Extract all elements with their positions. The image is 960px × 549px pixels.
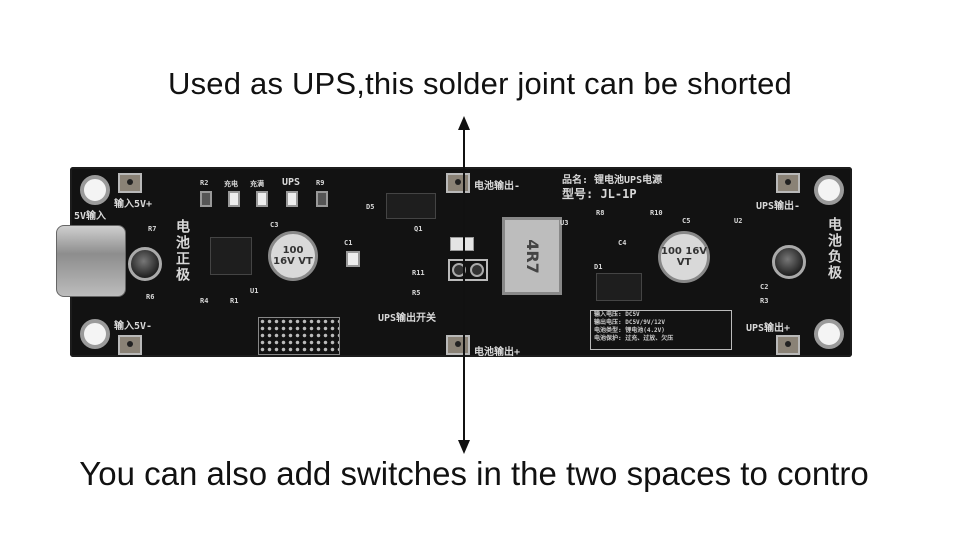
usb-c-connector <box>56 225 126 297</box>
silk-ups-out-pos: UPS输出+ <box>746 323 791 334</box>
silk-d5: D5 <box>366 203 375 211</box>
silk-battery-out-neg: 电池输出- <box>474 181 521 192</box>
battery-neg-terminal <box>772 245 806 279</box>
spec-box: 输入电压: DC5V 输出电压: DC5V/9V/12V 电池类型: 锂电池(4… <box>590 310 732 350</box>
chip-u1 <box>210 237 252 275</box>
led-ups <box>286 191 298 207</box>
silk-r10: R10 <box>650 209 663 217</box>
arrow-to-solder-joint <box>463 120 465 340</box>
silk-u1: U1 <box>250 287 259 295</box>
battery-out-pos-pad <box>446 335 470 355</box>
silk-input-neg: 输入5V- <box>114 321 153 332</box>
silk-c2: C2 <box>760 283 769 291</box>
diode-d5 <box>386 193 436 219</box>
mount-hole-top-left <box>80 175 110 205</box>
spec-input-voltage: 输入电压: DC5V <box>594 311 640 318</box>
arrow-to-switch-spaces <box>463 300 465 450</box>
silk-r11: R11 <box>412 269 425 277</box>
arrow-down-head-icon <box>458 440 470 454</box>
silk-r2: R2 <box>200 179 209 187</box>
input-neg-pad <box>118 335 142 355</box>
inductor-4r7: 4R7 <box>502 217 562 295</box>
capacitor-c1 <box>346 251 360 267</box>
input-pos-pad <box>118 173 142 193</box>
silk-u2: U2 <box>734 217 743 225</box>
silk-model: 型号: JL-1P <box>562 187 637 201</box>
diode-d1 <box>596 273 642 301</box>
ups-out-pos-pad <box>776 335 800 355</box>
silk-d1: D1 <box>594 263 603 271</box>
silk-c3: C3 <box>270 221 279 229</box>
c5-marking: 100 16V VT <box>661 246 708 268</box>
silk-input-pos: 输入5V+ <box>114 199 153 210</box>
silk-r4: R4 <box>200 297 209 305</box>
header-pin-1 <box>452 263 466 277</box>
silk-r3: R3 <box>760 297 769 305</box>
led-charge <box>228 191 240 207</box>
header-pin-2 <box>470 263 484 277</box>
top-caption: Used as UPS,this solder joint can be sho… <box>168 66 792 101</box>
battery-pos-terminal <box>128 247 162 281</box>
mount-hole-bottom-left <box>80 319 110 349</box>
silk-ups-out-neg: UPS输出- <box>756 201 801 212</box>
silk-ups-switch: UPS输出开关 <box>378 313 437 324</box>
silk-battery-pos: 电池正极 <box>174 219 190 283</box>
spec-output-voltage: 输出电压: DC5V/9V/12V <box>594 319 665 326</box>
ups-out-neg-pad <box>776 173 800 193</box>
silk-led-charge: 充电 <box>224 180 238 188</box>
silk-r7: R7 <box>148 225 157 233</box>
silk-c5: C5 <box>682 217 691 225</box>
silk-r5: R5 <box>412 289 421 297</box>
silk-battery-neg: 电池负极 <box>826 217 842 281</box>
silk-5v-input: 5V输入 <box>74 211 107 222</box>
resistor-r9 <box>316 191 328 207</box>
battery-out-neg-pad <box>446 173 470 193</box>
silk-r9: R9 <box>316 179 325 187</box>
spec-battery-protection: 电池保护: 过充、过放、欠压 <box>594 335 674 342</box>
silk-product-name: 品名: 锂电池UPS电源 <box>562 175 663 186</box>
ups-switch-header[interactable] <box>448 259 488 281</box>
silk-r6: R6 <box>146 293 155 301</box>
bottom-caption: You can also add switches in the two spa… <box>79 455 869 492</box>
silk-u3: U3 <box>560 219 569 227</box>
inductor-marking: 4R7 <box>522 238 542 274</box>
capacitor-c3: 100 16V VT <box>268 231 318 281</box>
silk-led-ups: UPS <box>282 177 301 188</box>
spec-battery-type: 电池类型: 锂电池(4.2V) <box>594 327 665 334</box>
silk-led-full: 充满 <box>250 180 264 188</box>
resistor-r2 <box>200 191 212 207</box>
mount-hole-top-right <box>814 175 844 205</box>
ups-solder-jumper[interactable] <box>450 237 474 251</box>
silk-q1: Q1 <box>414 225 423 233</box>
ups-pcb-board: 5V输入 输入5V+ 输入5V- 电池正极 电池负极 电池输出- 电池输出+ U… <box>56 167 852 358</box>
silk-c4: C4 <box>618 239 627 247</box>
silk-c1: C1 <box>344 239 353 247</box>
silkscreen-pad-grid <box>258 317 340 355</box>
led-full <box>256 191 268 207</box>
silk-battery-out-pos: 电池输出+ <box>474 347 521 358</box>
silk-r1: R1 <box>230 297 239 305</box>
c3-marking: 100 16V VT <box>273 245 313 267</box>
silk-r8: R8 <box>596 209 605 217</box>
capacitor-c5: 100 16V VT <box>658 231 710 283</box>
mount-hole-bottom-right <box>814 319 844 349</box>
